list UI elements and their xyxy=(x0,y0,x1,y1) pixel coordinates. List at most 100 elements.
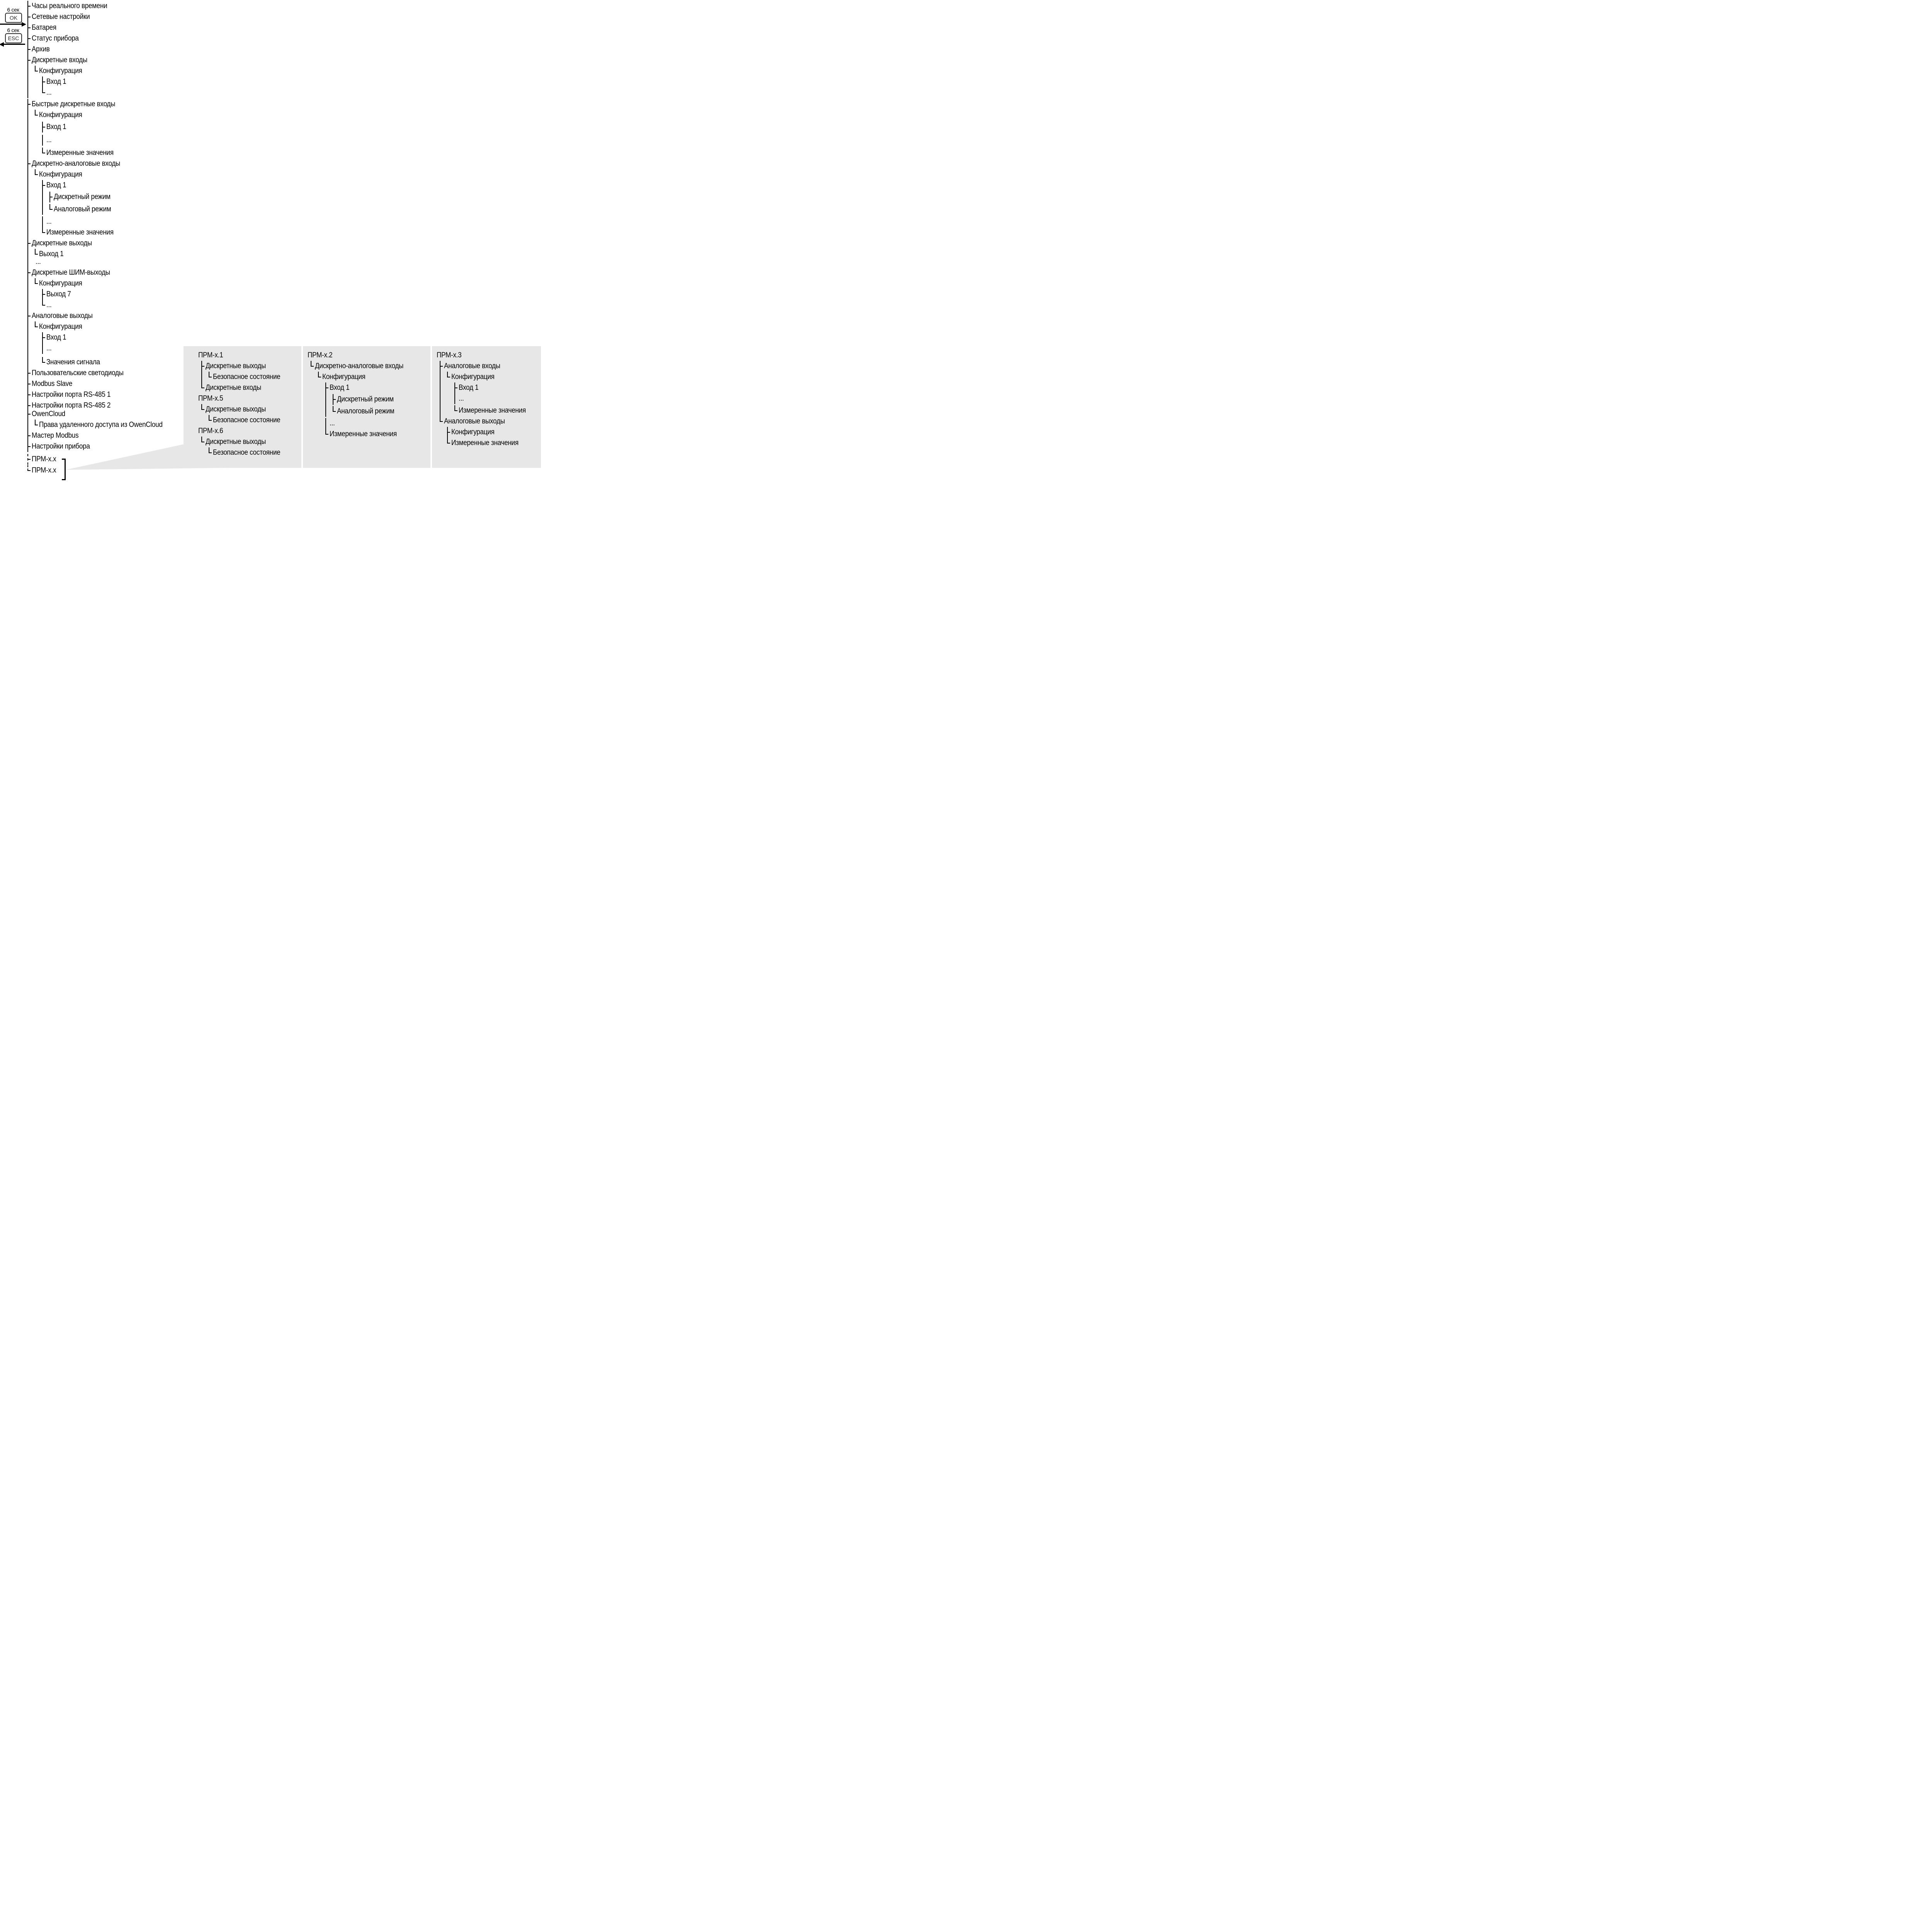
tree-node: Измеренные значения xyxy=(454,405,541,416)
tree-node-label: Безопасное состояние xyxy=(213,449,281,457)
tree-node: Статус прибора xyxy=(27,33,176,44)
tree-node-label: ... xyxy=(46,88,52,97)
tree-node: Вход 1 xyxy=(42,122,176,133)
tree-node: Пользовательские светодиоды xyxy=(27,368,176,379)
tree-node-label: Права удаленного доступа из OwenCloud xyxy=(39,421,163,429)
tree-node: Дискретный режим xyxy=(333,394,430,405)
tree-node: Настройки порта RS-485 2 xyxy=(27,400,176,411)
tree-node: Аналоговый режим xyxy=(333,406,430,417)
tree-node: ... xyxy=(325,418,430,429)
tree-node-label: Конфигурация xyxy=(39,323,82,331)
prm-bracket xyxy=(62,459,66,480)
enter-arrow-icon xyxy=(22,22,26,27)
tree-node-label: Настройки прибора xyxy=(32,442,90,450)
tree-node-label: Конфигурация xyxy=(39,111,82,119)
tree-node-label: Измеренные значения xyxy=(459,406,526,415)
tree-node-label: Дискретные входы xyxy=(32,56,87,64)
tree-node: Часы реального времени xyxy=(27,1,176,12)
tree-node-label: Батарея xyxy=(32,24,56,32)
tree-node-label: Быстрые дискретные входы xyxy=(32,100,116,108)
ok-button: OK xyxy=(5,13,22,23)
tree-node-label: Конфигурация xyxy=(322,373,366,381)
tree-node-label: Дискретно-аналоговые входы xyxy=(32,160,121,168)
tree-node: ... xyxy=(42,300,176,311)
tree-node: Измеренные значения xyxy=(325,429,430,440)
tree-node-label: ПРМ-х.2 xyxy=(308,351,333,359)
tree-node-label: Дискретные ШИМ-выходы xyxy=(32,269,110,277)
tree-node-label: ПРМ-х.х xyxy=(32,466,56,474)
tree-node-label: ... xyxy=(46,136,52,144)
exit-arrow-icon xyxy=(0,42,4,47)
tree-node-label: ... xyxy=(46,344,52,352)
tree-node-label: Безопасное состояние xyxy=(213,416,281,424)
tree-node-label: Дискретные выходы xyxy=(206,362,266,370)
tree-node-label: ... xyxy=(330,419,335,427)
exit-arrow-shaft xyxy=(3,44,25,45)
tree-node: Права удаленного доступа из OwenCloud xyxy=(35,420,176,430)
tree-node-label: Вход 1 xyxy=(46,123,66,131)
tree-node-label: Аналоговые входы xyxy=(444,362,500,370)
tree-node-label: Аналоговые выходы xyxy=(32,312,93,320)
enter-arrow-shaft xyxy=(0,24,22,25)
tree-node-label: Дискретно-аналоговые входы xyxy=(315,362,404,370)
tree-node: ... xyxy=(35,257,176,267)
tree-node: Безопасное состояние xyxy=(209,415,301,426)
tree-node-label: Измеренные значения xyxy=(330,430,397,438)
tree-node: Настройки порта RS-485 1 xyxy=(27,389,176,400)
hold-buttons-legend: 6 сек OK 6 сек ESC xyxy=(0,0,27,52)
tree-node-label: Конфигурация xyxy=(39,67,82,75)
tree-node-label: Конфигурация xyxy=(39,170,82,178)
tree-node-label: Modbus Slave xyxy=(32,380,73,388)
tree-node-label: ... xyxy=(36,258,41,266)
tree-node-label: Безопасное состояние xyxy=(213,373,281,381)
tree-node-label: Архив xyxy=(32,45,50,53)
tree-node: Безопасное состояние xyxy=(209,372,301,382)
tree-node-label: Выход 1 xyxy=(39,250,64,258)
tree-node-label: ... xyxy=(459,394,464,403)
tree-node: Настройки прибора xyxy=(27,441,176,452)
tree-node: Modbus Slave xyxy=(27,379,176,389)
tree-node: ... xyxy=(42,216,176,227)
tree-node-label: ... xyxy=(46,218,52,226)
tree-node-label: ПРМ-х.х xyxy=(32,455,56,463)
tree-node: Измеренные значения xyxy=(42,227,176,238)
tree-node-label: OwenCloud xyxy=(32,410,65,418)
tree-node: Конфигурация xyxy=(447,427,541,438)
esc-button: ESC xyxy=(5,33,22,43)
tree-node: ... xyxy=(42,343,176,354)
tree-node-label: Сетевые настройки xyxy=(32,13,90,21)
tree-node-label: Дискретный режим xyxy=(337,395,394,403)
tree-node: Вход 1 xyxy=(42,332,176,343)
tree-node: Батарея xyxy=(27,22,176,33)
tree-node-label: ПРМ-х.6 xyxy=(198,427,223,435)
tree-node-label: ... xyxy=(46,301,52,309)
tree-node-label: Конфигурация xyxy=(451,428,495,436)
tree-node: ПРМ-х.х xyxy=(27,465,176,476)
tree-node: Аналоговый режим xyxy=(49,204,176,215)
tree-node-label: Статус прибора xyxy=(32,34,79,42)
tree-node-label: Дискретные выходы xyxy=(32,239,92,247)
tree-node-label: Аналоговый режим xyxy=(54,205,111,213)
tree-node-label: Конфигурация xyxy=(451,373,495,381)
tree-node-label: Измеренные значения xyxy=(46,228,114,236)
tree-node: Мастер Modbus xyxy=(27,430,176,441)
tree-node-label: Настройки порта RS-485 1 xyxy=(32,391,111,399)
